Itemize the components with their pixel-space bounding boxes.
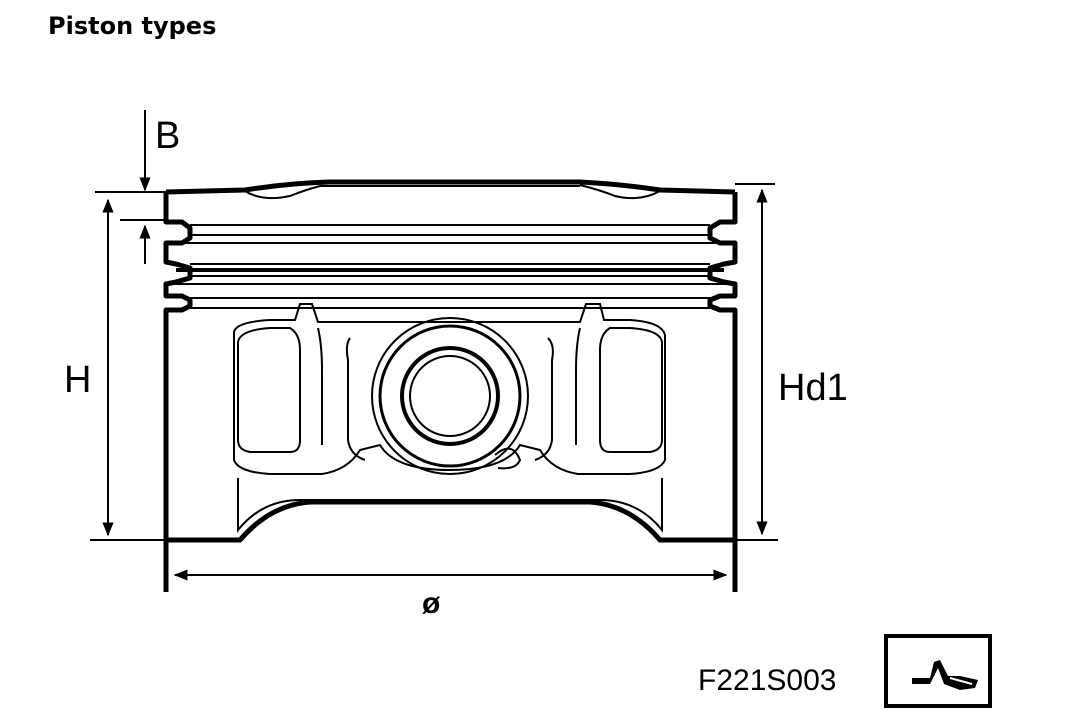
pin-bore bbox=[371, 317, 529, 475]
page-title: Piston types bbox=[48, 12, 217, 40]
label-hd1: Hd1 bbox=[778, 367, 848, 409]
piston-skirt bbox=[166, 499, 735, 543]
valve-recesses bbox=[244, 184, 661, 200]
ring-lands bbox=[166, 224, 735, 309]
piston-body bbox=[163, 179, 738, 592]
label-diameter: ø bbox=[422, 587, 441, 620]
figure-code: F221S003 bbox=[698, 664, 836, 697]
label-b: B bbox=[155, 115, 180, 157]
dimension-lines bbox=[90, 110, 778, 581]
label-h: H bbox=[64, 359, 91, 401]
pin-boss bbox=[233, 303, 666, 533]
wrench-hand-icon bbox=[884, 634, 992, 708]
